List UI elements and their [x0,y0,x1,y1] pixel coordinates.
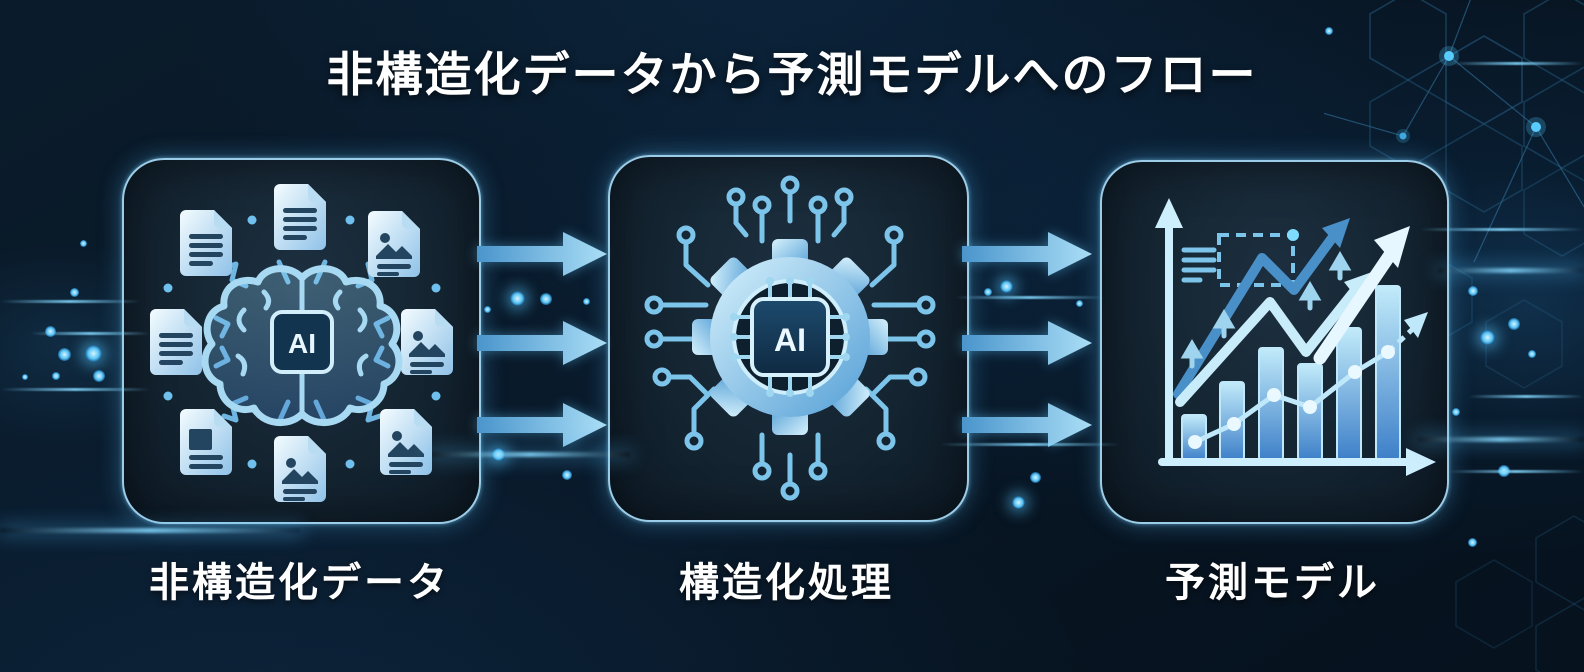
glow-dot [583,298,590,305]
network-node-dots [1396,46,1546,143]
glow-dot [93,370,105,382]
right-arrow-icon [962,232,1092,276]
glow-dot [80,240,87,247]
glow-dot [22,374,28,380]
glow-dot [1030,472,1041,483]
circuit-traces [644,175,936,501]
light-streak [0,528,300,533]
hexagon-network-pattern [1324,0,1584,672]
label-structuring-process: 構造化処理 [679,561,894,605]
glow-dot [1508,318,1520,330]
glow-dot [1468,538,1477,547]
light-streak [940,443,1120,446]
right-arrow-icon [962,321,1092,365]
gear-chip-label: AI [774,322,806,358]
right-arrow-icon [962,403,1092,447]
rising-bar-line-chart-icon [1155,198,1436,476]
brain-chip [270,310,334,374]
legend-lines [1181,247,1217,283]
selection-dot [1287,229,1299,241]
light-streak [955,296,1105,299]
glow-dot [484,306,491,313]
right-arrow-icon [477,321,607,365]
glow-dot [1452,408,1460,416]
light-streak [1448,470,1584,473]
dashed-selection-box [1217,233,1295,287]
page-title: 非構造化データから予測モデルへのフロー [326,48,1258,101]
right-arrow-icon [477,403,607,447]
light-streak [1438,268,1584,273]
glow-dot [1480,330,1495,345]
trend-arrow-bright [1313,226,1410,365]
light-streak [0,388,150,391]
glow-dot [984,288,992,296]
light-streak [430,452,630,457]
line-series [1188,312,1428,449]
glow-dot [562,470,572,480]
glow-dot [1468,286,1478,296]
ai-chip-icon: AI [730,277,850,397]
glow-dot [1076,300,1083,307]
glow-dot [1012,496,1025,509]
panel-unstructured-data: AI [122,158,481,524]
light-streak [0,300,140,303]
light-streak [1450,62,1584,65]
glow-dot [58,348,71,361]
glow-dot [1000,280,1013,293]
trend-arrow-light [1175,272,1372,407]
light-streak [30,332,150,335]
label-unstructured-data: 非構造化データ [149,561,450,605]
right-arrow-icon [477,232,607,276]
ai-brain-icon: AI [201,265,403,426]
connector-dots [163,215,441,469]
brain-chip-label: AI [288,328,316,359]
glow-dot [52,372,60,380]
glow-dot [540,293,552,305]
label-prediction-model: 予測モデル [1165,561,1380,605]
small-up-arrows [1180,251,1352,369]
ai-chip-gear-circuit-icon: AI [644,175,936,501]
glow-dot [85,345,102,362]
documents-around-ai-brain-icon: AI [124,160,479,522]
light-streak [1418,437,1584,442]
glow-dot [1528,350,1536,358]
glow-dot [45,326,56,337]
panel-prediction-model [1100,160,1449,524]
light-streak [1468,395,1584,398]
chart-axes [1158,220,1416,466]
glow-dot [1325,27,1333,35]
glow-dot [70,288,79,297]
glow-dot [510,291,525,306]
panel-structuring-process: AI [608,155,969,522]
light-streak [1420,228,1584,231]
